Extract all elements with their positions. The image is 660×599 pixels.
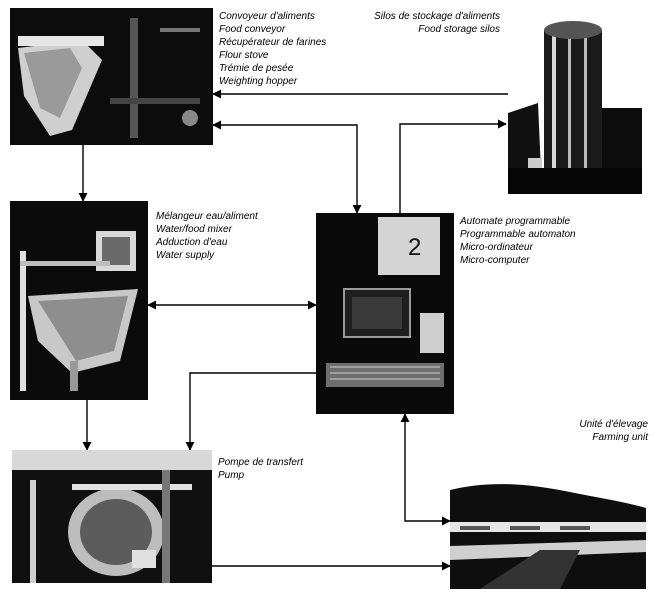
mixer-label: Mélangeur eau/aliment Water/food mixer A… [156,210,258,262]
pump-label-line: Pump [218,470,245,481]
conveyor-label-line: Weighting hopper [219,76,298,87]
link-automaton-to-pump [185,372,316,451]
conveyor-label-line: Trémie de pesée [219,63,294,74]
automaton-label-line: Micro-computer [460,255,530,266]
silos-label: Silos de stockage d'aliments Food storag… [360,10,500,36]
farm-label-line: Unité d'élevage [579,419,648,430]
conveyor-label-line: Food conveyor [219,24,286,35]
automaton-photo: 2 [316,213,454,414]
link-automaton-to-silos [399,119,507,213]
mixer-label-line: Water supply [156,250,215,261]
silos-label-line: Food storage silos [418,24,500,35]
farm-photo [450,450,646,589]
farm-label: Unité d'élevage Farming unit [520,418,648,444]
farm-label-line: Farming unit [592,432,648,443]
silos-label-line: Silos de stockage d'aliments [374,11,500,22]
mixer-label-line: Mélangeur eau/aliment [156,211,258,222]
pump-label-line: Pompe de transfert [218,457,304,468]
conveyor-label-line: Convoyeur d'aliments [219,11,315,22]
link-automaton-farm [400,413,451,526]
pump-label: Pompe de transfert Pump [218,456,303,482]
automaton-label: Automate programmable Programmable autom… [460,215,576,267]
conveyor-label: Convoyeur d'aliments Food conveyor Récup… [219,10,326,88]
silos-photo [508,8,642,194]
svg-text:2: 2 [408,234,421,261]
conveyor-photo [10,8,213,145]
automaton-label-line: Programmable automaton [460,229,576,240]
automaton-label-line: Automate programmable [460,216,571,227]
link-conveyor-automaton [212,120,362,214]
mixer-label-line: Adduction d'eau [156,237,228,248]
conveyor-label-line: Récupérateur de farines [219,37,327,48]
mixer-photo [10,201,148,400]
mixer-label-line: Water/food mixer [156,224,232,235]
conveyor-label-line: Flour stove [219,50,269,61]
automaton-label-line: Micro-ordinateur [460,242,533,253]
pump-photo [12,450,212,583]
